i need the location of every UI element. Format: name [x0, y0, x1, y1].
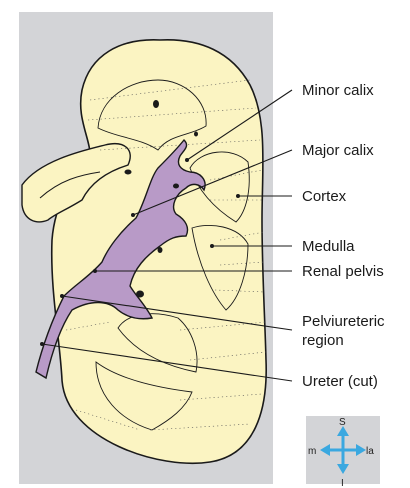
label-minor-calix: Minor calix	[302, 82, 374, 99]
label-renal-pelvis: Renal pelvis	[302, 263, 384, 280]
compass-medial: m	[308, 446, 316, 457]
label-pelviureteric-line1: Pelviureteric	[302, 313, 385, 330]
label-major-calix: Major calix	[302, 142, 374, 159]
compass-lateral: la	[366, 446, 374, 457]
label-ureter: Ureter (cut)	[302, 373, 378, 390]
compass-inferior: I	[341, 478, 344, 488]
label-cortex: Cortex	[302, 188, 347, 205]
orientation-compass: S I m la	[306, 416, 380, 488]
compass-superior: S	[339, 417, 346, 428]
label-medulla: Medulla	[302, 238, 355, 255]
label-pelviureteric-line2: region	[302, 332, 344, 349]
